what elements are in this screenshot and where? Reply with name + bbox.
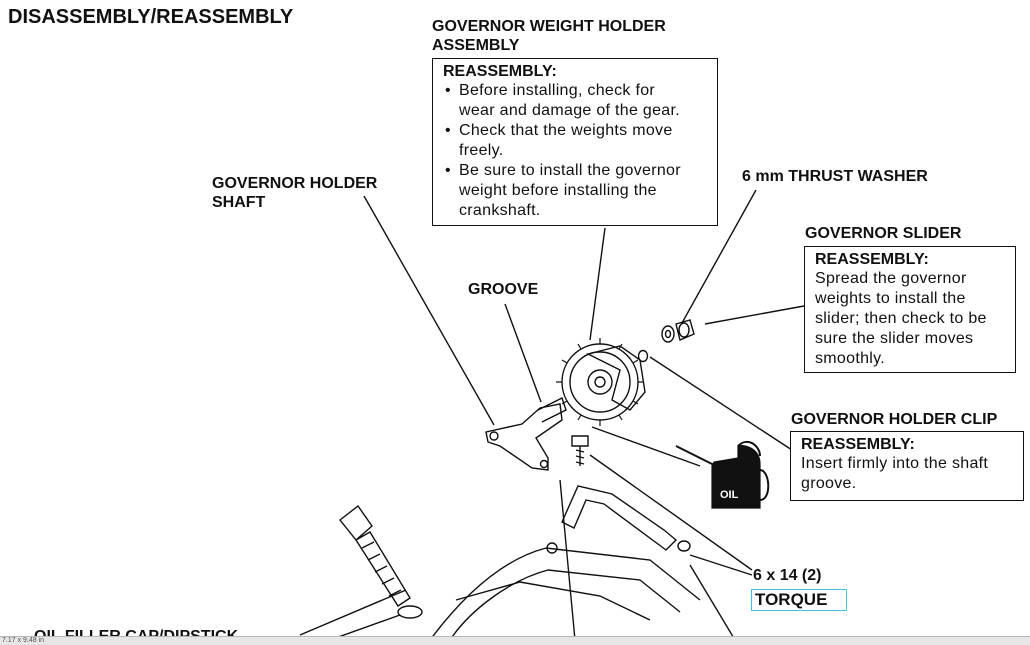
leader-bolt-2 <box>689 554 753 576</box>
governor-slider-part <box>675 319 695 341</box>
slider-note-heading: REASSEMBLY: <box>815 251 929 268</box>
clip-note-heading: REASSEMBLY: <box>801 436 915 453</box>
clip-note: REASSEMBLY: Insert firmly into the shaft… <box>790 431 1024 501</box>
list-item: •Check that the weights move freely. <box>445 122 673 159</box>
label-groove: GROOVE <box>468 281 539 298</box>
leader-slider <box>704 305 805 325</box>
label-governor-holder-clip: GOVERNOR HOLDER CLIP <box>791 411 998 428</box>
holder-shaft-part <box>485 397 567 471</box>
leader-oil <box>591 426 701 467</box>
list-item: •Before installing, check for wear and d… <box>445 82 680 119</box>
weight-holder-note-heading: REASSEMBLY: <box>443 63 557 80</box>
holder-clip <box>637 349 649 363</box>
leader-holder-shaft <box>363 195 495 426</box>
weight-holder-note: REASSEMBLY: •Before installing, check fo… <box>432 58 718 226</box>
lever-rod <box>561 485 691 552</box>
page-title: DISASSEMBLY/REASSEMBLY <box>8 6 294 28</box>
dipstick-part <box>339 504 423 619</box>
bolt-part <box>571 435 589 466</box>
label-bolt-spec: 6 x 14 (2) <box>753 567 822 584</box>
label-governor-slider: GOVERNOR SLIDER <box>805 225 962 242</box>
slider-note-text: Spread the governor weights to install t… <box>815 270 987 367</box>
crankcase-cover <box>429 542 701 641</box>
leader-groove <box>504 303 542 403</box>
leader-thrust-washer <box>681 189 757 324</box>
page-size-readout: 7.17 x 9.48 in <box>2 637 45 644</box>
weight-holder-note-list: •Before installing, check for wear and d… <box>443 81 709 221</box>
label-governor-holder-shaft: GOVERNOR HOLDER SHAFT <box>212 175 378 211</box>
status-bar: 7.17 x 9.48 in <box>0 636 1030 645</box>
oil-can <box>675 440 770 509</box>
label-governor-weight-holder: GOVERNOR WEIGHT HOLDER ASSEMBLY <box>432 18 666 54</box>
leader-clip <box>649 356 796 453</box>
torque-link[interactable]: TORQUE <box>751 589 847 611</box>
list-item: •Be sure to install the governor weight … <box>445 162 681 219</box>
clip-note-text: Insert firmly into the shaft groove. <box>801 455 989 492</box>
label-thrust-washer: 6 mm THRUST WASHER <box>742 168 928 185</box>
governor-gear <box>556 338 646 426</box>
leader-weight-holder <box>589 227 606 341</box>
label-oil-filler-cap: OIL FILLER CAP/DIPSTICK <box>34 628 238 636</box>
slider-note: REASSEMBLY: Spread the governor weights … <box>804 246 1016 373</box>
leader-bolt <box>589 454 753 571</box>
thrust-washer <box>661 325 675 343</box>
oil-can-label: OIL <box>720 489 739 501</box>
